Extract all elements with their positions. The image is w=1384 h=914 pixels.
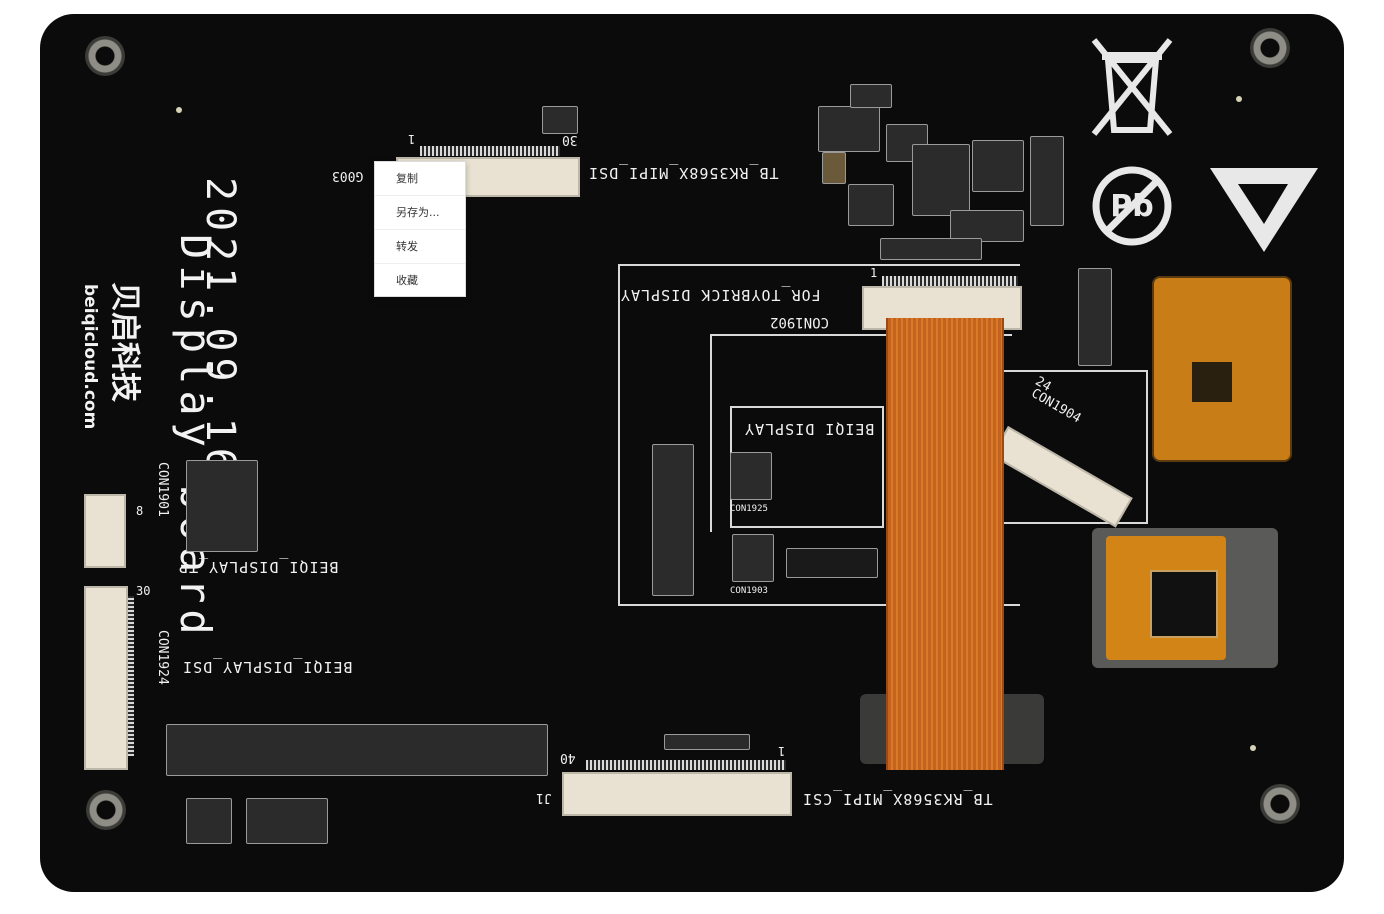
- csi-connector: [562, 772, 792, 816]
- brand-url: beiqicloud.com: [80, 284, 100, 430]
- svg-text:Pb: Pb: [1110, 189, 1153, 224]
- smd-component: [1030, 136, 1064, 226]
- smd-component: [972, 140, 1024, 192]
- inductor: [186, 798, 232, 844]
- weee-bin-icon: [1088, 30, 1176, 142]
- display-frame-outline: [710, 334, 1012, 532]
- j1-label: J1: [536, 790, 552, 805]
- orange-ribbon-cable: [886, 318, 1004, 770]
- con1903-connector: [732, 534, 774, 582]
- con1901-label: CON1901: [155, 462, 170, 517]
- smd-component: [822, 152, 846, 184]
- mini-flex-cable: [786, 548, 878, 578]
- fiducial-dot: [1250, 745, 1256, 751]
- mounting-hole-bottom-right: [1260, 784, 1300, 824]
- con1925-label: CON1925: [730, 504, 768, 514]
- menu-item-save-as[interactable]: 另存为...: [375, 196, 465, 230]
- context-menu: 复制 另存为... 转发 收藏: [374, 161, 466, 297]
- smd-component: [886, 124, 928, 162]
- for-toybrick-label: FOR_TOYBRICK DISPLAY: [620, 286, 821, 304]
- left-dsi-connector-pins: [124, 596, 134, 756]
- dsi-label: TB_RK3568X_MIPI_DSI: [588, 164, 779, 182]
- ic-chip: [1192, 362, 1232, 402]
- lead-free-pb-icon: Pb: [1090, 164, 1174, 248]
- csi-label: TB_RK3568X_MIPI_CSI: [802, 790, 993, 808]
- mounting-hole-top-left: [85, 36, 125, 76]
- smd-component: [912, 144, 970, 216]
- board-date: 2021.09.16: [197, 177, 243, 478]
- smd-component: [542, 106, 578, 134]
- con1925-connector: [730, 452, 772, 500]
- pin-label: 30: [136, 584, 151, 598]
- pin-label: 1: [778, 744, 786, 758]
- csi-connector-pins: [586, 760, 786, 770]
- pin-label: 30: [562, 132, 578, 147]
- mounting-hole-top-right: [1250, 28, 1290, 68]
- con1902-label: CON1902: [770, 314, 830, 330]
- tp-connector: [84, 494, 126, 568]
- beiqi-display-label: BEIQI DISPLAY: [744, 420, 875, 438]
- smd-component: [850, 84, 892, 108]
- menu-item-forward[interactable]: 转发: [375, 230, 465, 264]
- fiducial-dot: [176, 107, 182, 113]
- fiducial-dot: [1236, 96, 1242, 102]
- pin-label: 8: [136, 504, 144, 518]
- pin-label: 40: [560, 750, 576, 765]
- smd-component: [1078, 268, 1112, 366]
- smd-component: [848, 184, 894, 226]
- smd-component: [652, 444, 694, 596]
- brand-name: 贝启科技: [107, 282, 142, 402]
- con1903-label: CON1903: [730, 586, 768, 596]
- smd-component: [186, 460, 258, 552]
- g003-label: G003: [332, 168, 364, 183]
- pin-label: 1: [408, 132, 416, 146]
- smd-component: [246, 798, 328, 844]
- pin-label: 1: [870, 266, 878, 280]
- fpc-flex-chip: [1152, 276, 1292, 462]
- display-frame-outline: [618, 264, 1020, 606]
- beiqi-tp-label: BEIQI_DISPLAY_TP: [178, 558, 339, 576]
- dsi-connector-pins: [420, 146, 560, 156]
- con1902-pins: [882, 276, 1018, 286]
- smd-component-row: [166, 724, 548, 776]
- touch-controller-flex: [1092, 528, 1278, 668]
- menu-item-favorite[interactable]: 收藏: [396, 274, 418, 287]
- con1924-label: CON1924: [155, 630, 170, 685]
- touch-ic-chip: [1150, 570, 1218, 638]
- esd-warning-icon: [1208, 164, 1320, 256]
- smd-component-row: [664, 734, 750, 750]
- menu-item-copy[interactable]: 复制: [375, 162, 465, 196]
- beiqi-dsi-label: BEIQI_DISPLAY_DSI: [182, 658, 353, 676]
- mounting-hole-bottom-left: [86, 790, 126, 830]
- smd-component: [950, 210, 1024, 242]
- smd-component: [880, 238, 982, 260]
- pcb-board-image: Display board 2021.09.16 贝启科技 beiqicloud…: [40, 14, 1344, 892]
- smd-component: [818, 106, 880, 152]
- left-dsi-connector: [84, 586, 128, 770]
